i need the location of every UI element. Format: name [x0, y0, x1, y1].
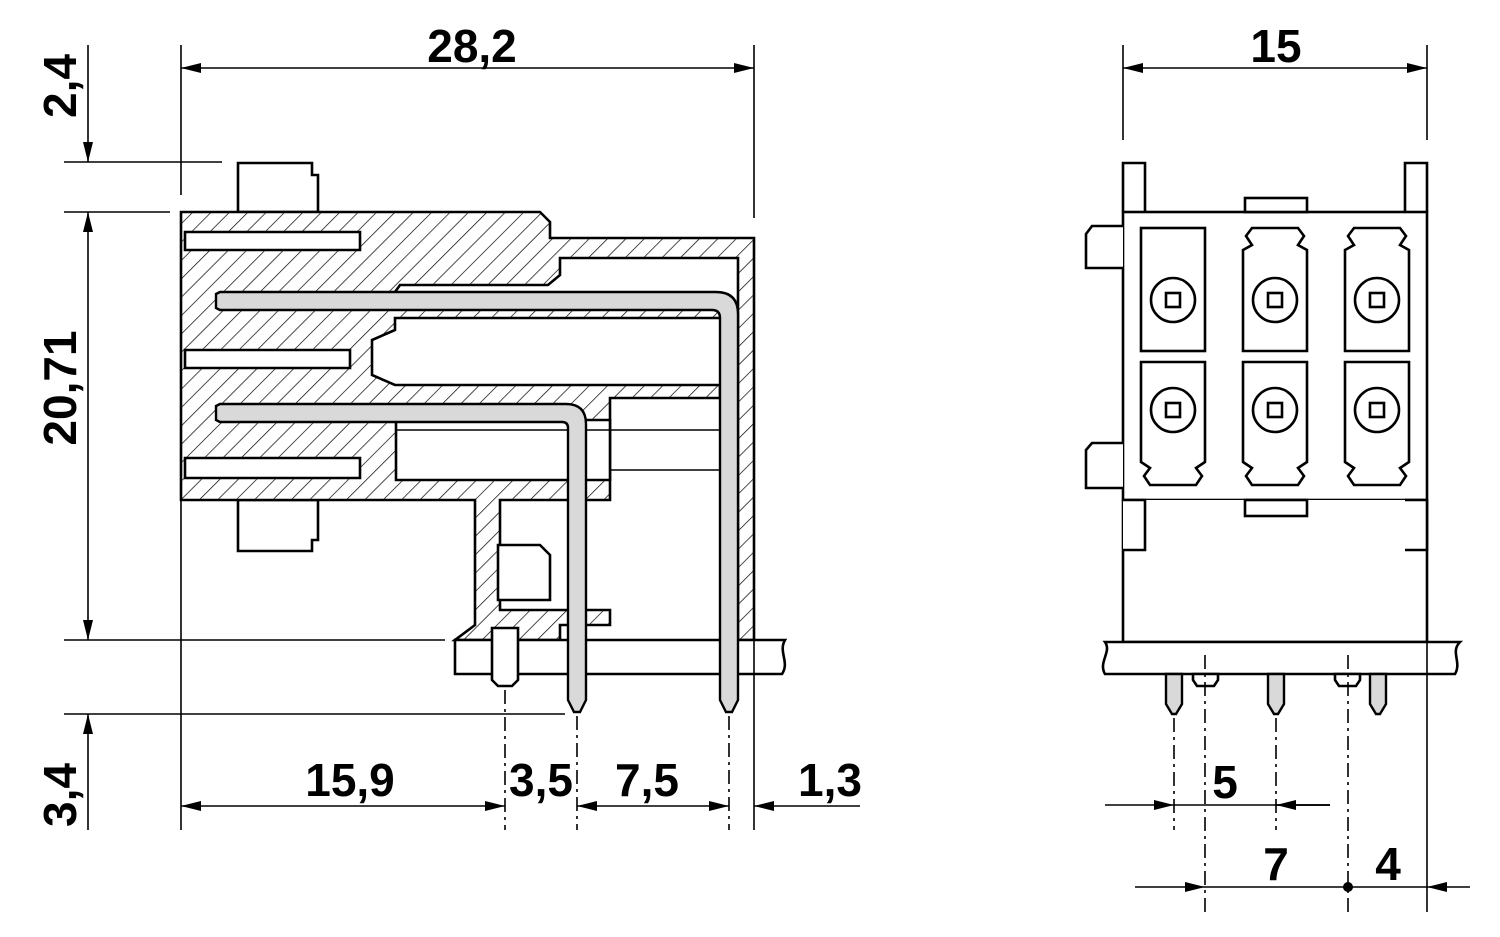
side-view: 28,2 2,4 20,71 3,4 15,9 3,5 7,5 1,3: [34, 20, 862, 830]
chamber-r1-c2: [1241, 226, 1309, 353]
dim-peg-to-pin: 3,5: [509, 754, 573, 806]
front-pin-left: [1164, 672, 1184, 716]
chamber-r1-c3: [1343, 226, 1411, 353]
board-peg: [490, 626, 520, 688]
right-post: [1403, 161, 1429, 212]
dim-edge-offset: 4: [1375, 838, 1401, 890]
dim-to-peg: 15,9: [305, 754, 395, 806]
front-lower-housing: [1121, 500, 1429, 644]
dim-overall-width: 15: [1250, 20, 1301, 72]
front-peg-right: [1333, 672, 1362, 688]
front-pin-middle: [1266, 672, 1286, 716]
dim-body-height: 20,71: [34, 330, 86, 445]
lower-contact-cavity: [183, 456, 362, 480]
pcb-board-front: [1101, 640, 1464, 676]
front-pin-right: [1368, 672, 1388, 716]
dim-top-offset: 2,4: [34, 54, 86, 118]
chamber-r2-c2: [1241, 360, 1309, 487]
upper-contact-cavity: [183, 230, 362, 252]
left-latch-upper: [1084, 224, 1123, 270]
chamber-r2-c1: [1139, 360, 1207, 487]
left-post: [1121, 161, 1147, 212]
bottom-key: [1243, 498, 1309, 518]
dim-overall-length: 28,2: [427, 20, 517, 72]
pcb-board: [453, 638, 788, 676]
left-latch-lower: [1084, 441, 1123, 490]
dim-pin-pitch-front: 5: [1212, 756, 1238, 808]
front-peg-left: [1191, 672, 1220, 688]
upper-pin: [214, 290, 740, 714]
dim-rear-offset: 1,3: [798, 754, 862, 806]
front-view: 15 5 7 4: [1084, 20, 1470, 912]
lower-pin: [214, 402, 588, 714]
dim-pin-pitch-side: 7,5: [615, 754, 679, 806]
bottom-latch: [236, 498, 320, 553]
top-latch: [236, 161, 320, 214]
top-key: [1243, 196, 1309, 214]
chamber-r2-c3: [1343, 360, 1411, 487]
chamber-r1-c1: [1139, 226, 1207, 353]
dim-peg-spacing: 7: [1263, 838, 1289, 890]
peg-cavity: [496, 543, 552, 602]
dim-pin-length: 3,4: [34, 763, 86, 827]
middle-cavity: [183, 348, 352, 370]
